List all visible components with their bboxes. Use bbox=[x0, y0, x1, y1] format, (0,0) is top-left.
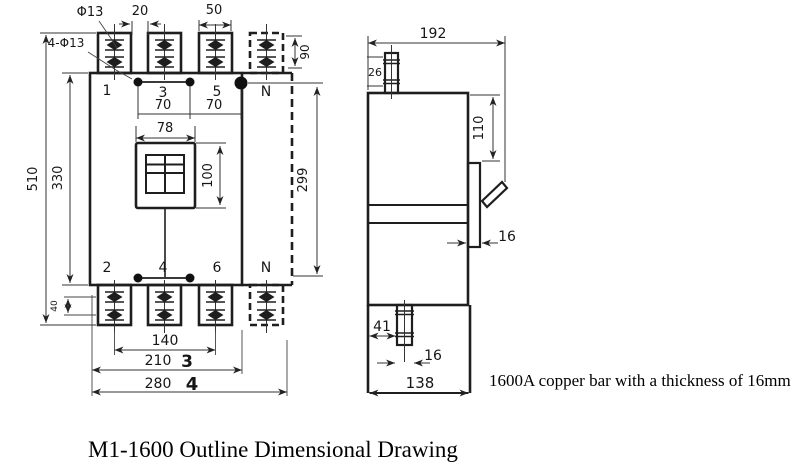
terminal-label-2: 2 bbox=[103, 260, 112, 276]
pole-count-3-label: 3 bbox=[181, 352, 193, 372]
dim-280-label: 280 bbox=[145, 376, 172, 392]
dim-110 bbox=[470, 94, 500, 162]
right-copper-bar bbox=[466, 161, 482, 249]
dim-41-label: 41 bbox=[373, 319, 391, 335]
dim-bottom-widths bbox=[91, 295, 288, 396]
dim-110-label: 110 bbox=[472, 116, 487, 141]
terminal-label-3: 3 bbox=[159, 85, 168, 101]
dim-pole-pitch bbox=[137, 86, 242, 119]
terminal-label-1: 1 bbox=[103, 83, 112, 99]
dim-78 bbox=[135, 126, 196, 142]
dim-phi13-label: Φ13 bbox=[77, 5, 104, 20]
dim-40-label: 40 bbox=[50, 300, 60, 312]
copper-bar-note: 1600A copper bar with a thickness of 16m… bbox=[489, 371, 791, 390]
dim-20-label: 20 bbox=[132, 4, 149, 19]
dim-90 bbox=[286, 35, 302, 69]
terminal-label-n-bottom: N bbox=[261, 260, 271, 276]
dim-70-right-label: 70 bbox=[206, 98, 223, 113]
pole-count-4-label: 4 bbox=[186, 374, 199, 395]
operating-handle bbox=[134, 141, 197, 277]
side-handle bbox=[480, 180, 509, 209]
dim-20 bbox=[119, 20, 161, 35]
drawing-title: M1-1600 Outline Dimensional Drawing bbox=[88, 437, 458, 462]
dim-4-phi13-label: 4-Φ13 bbox=[48, 36, 85, 50]
bottom-terminal-tabs bbox=[96, 280, 285, 333]
terminal-label-n-top: N bbox=[261, 84, 271, 100]
4-phi13-leader-line bbox=[87, 51, 133, 80]
side-view: 26 192 110 16 bbox=[366, 26, 516, 397]
top-copper-bar bbox=[367, 45, 400, 99]
dim-299 bbox=[248, 82, 323, 277]
dim-192 bbox=[367, 36, 506, 182]
mounting-holes bbox=[133, 76, 248, 283]
dim-78-label: 78 bbox=[157, 121, 174, 136]
terminal-label-4: 4 bbox=[159, 260, 168, 276]
dim-140-label: 140 bbox=[152, 333, 179, 349]
side-body-outline bbox=[366, 91, 470, 307]
front-view: 1 3 5 N 2 4 6 N 70 70 78 100 bbox=[26, 3, 323, 396]
dim-100-label: 100 bbox=[201, 163, 216, 188]
dim-138-label: 138 bbox=[406, 374, 435, 392]
dim-26-label: 26 bbox=[368, 66, 382, 79]
dim-90-label: 90 bbox=[298, 44, 312, 59]
phi13-leader-line bbox=[98, 20, 118, 49]
dim-50-label: 50 bbox=[206, 3, 223, 18]
terminal-label-5: 5 bbox=[213, 84, 222, 100]
dim-299-label: 299 bbox=[296, 168, 311, 193]
top-terminal-tabs bbox=[96, 24, 285, 80]
side-base bbox=[366, 305, 472, 397]
terminal-label-6: 6 bbox=[213, 260, 222, 276]
bottom-copper-bar bbox=[395, 300, 414, 362]
dim-left-heights bbox=[40, 32, 96, 326]
dim-510-label: 510 bbox=[26, 167, 41, 192]
dim-330-label: 330 bbox=[51, 166, 66, 191]
dim-50 bbox=[198, 20, 232, 31]
dim-16-bar-label: 16 bbox=[498, 229, 516, 245]
dim-70-left-label: 70 bbox=[155, 98, 172, 113]
dim-210-label: 210 bbox=[145, 353, 172, 369]
dim-192-label: 192 bbox=[420, 26, 447, 42]
dim-100 bbox=[196, 142, 226, 209]
dim-16-stub-label: 16 bbox=[424, 348, 442, 364]
